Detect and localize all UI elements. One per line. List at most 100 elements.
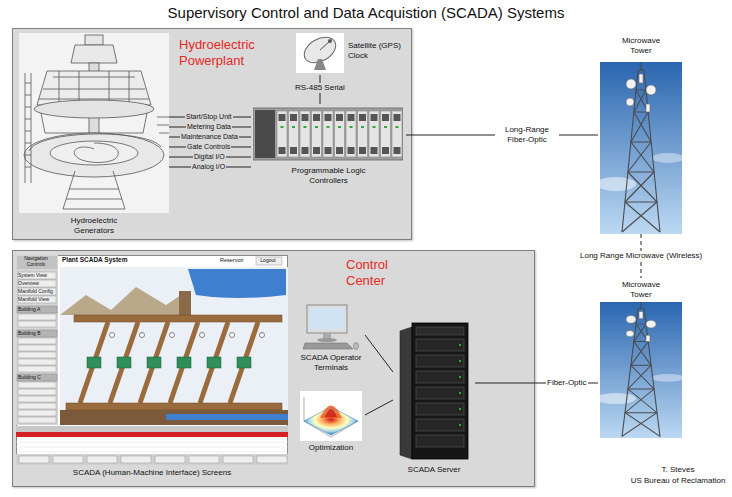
hmi-label: Reservoir: [220, 257, 244, 264]
hmi-screenshot-part: [18, 321, 56, 327]
hmi-screenshot-part: [19, 456, 287, 463]
hmi-button-label-holder: Manifold Config: [18, 288, 54, 294]
connector-label: Fiber-Optic: [546, 378, 588, 388]
hmi-screenshot-part: [177, 357, 191, 368]
hmi-group-label: Building B: [18, 330, 56, 336]
server-cabinet-part: [459, 360, 461, 362]
component-label-holder: SCADA Operator Terminals: [297, 353, 365, 372]
connector-label-holder: Long-Range Fiber-Optic: [495, 125, 559, 144]
hmi-screenshot-part: [260, 333, 265, 338]
hmi-label-holder: Reservoir: [220, 257, 244, 264]
generator-drawing-part: [41, 113, 147, 133]
component-label: SCADA Operator Terminals: [297, 353, 365, 372]
operator-terminal-part: [303, 343, 353, 349]
plc-rack-part: [358, 111, 368, 157]
plc-rack-part: [346, 111, 356, 157]
tower-photo-part: [639, 311, 643, 318]
plc-rack: [253, 104, 403, 164]
generator-drawing-part: [50, 141, 138, 165]
hmi-group-label-holder: Building A: [18, 306, 56, 312]
operator-terminal-part: [310, 308, 344, 329]
component-label: SCADA Server: [393, 465, 475, 475]
connector-label-holder: Gate Controls: [186, 143, 231, 151]
page-title-holder: Supervisory Control and Data Acquistion …: [0, 4, 732, 22]
hmi-screenshot-part: [237, 357, 251, 368]
plc-rack-part: [392, 111, 402, 157]
optimization-surface-part: [304, 407, 358, 435]
hmi-header: Navigation Controls: [16, 255, 56, 267]
plc-rack-part: [300, 111, 310, 157]
gps-dish-part: [320, 41, 330, 50]
component-label: Microwave Tower: [616, 280, 666, 299]
hmi-screenshot-part: [18, 410, 56, 416]
hmi-screenshot-part: [87, 357, 101, 368]
hmi-screenshot-part: [16, 447, 288, 448]
connector-label: Long Range Microwave (Wireless): [579, 251, 703, 261]
hmi-screenshot-part: [117, 357, 131, 368]
server-cabinet-part: [416, 339, 464, 447]
tower-photo-part: [622, 70, 660, 232]
hmi-screenshot-part: [87, 357, 251, 368]
credit-text-holder: T. Steves: [662, 465, 695, 475]
tower-photo-part: [622, 324, 660, 436]
hmi-screenshot: [16, 255, 288, 465]
hmi-screenshot-part: [18, 272, 56, 279]
hmi-screenshot-part: [230, 333, 235, 338]
connector-label: Analog I/O: [191, 163, 226, 171]
connector-label: Digital I/O: [193, 153, 226, 161]
server-cabinet-part: [416, 371, 464, 383]
hmi-screenshot-part: [189, 456, 219, 463]
connector-label: Metering Data: [186, 123, 232, 131]
tower-photo-part: [622, 90, 660, 232]
component-box: Hydroelectric Generators: [19, 33, 169, 238]
component-label-holder: Optimization: [297, 443, 365, 453]
tower-photo-part: [622, 302, 660, 436]
connector-label: Long-Range Fiber-Optic: [495, 125, 559, 144]
hmi-screenshot-part: [80, 322, 108, 403]
server-cabinet: [398, 321, 470, 461]
tower-photo-part: [646, 335, 650, 341]
tower-photo-part: [600, 302, 682, 438]
component-box: Satellite (GPS) Clock: [296, 33, 406, 75]
hmi-screenshot-part: [18, 389, 56, 395]
generator-drawing-part: [25, 73, 31, 183]
component-label: Programmable Logic Controllers: [286, 166, 371, 185]
hmi-group-label: Building A: [18, 306, 56, 312]
tower-photo-part: [626, 74, 656, 112]
hmi-screenshot-part: [16, 442, 288, 452]
plc-rack-part: [253, 108, 403, 160]
connector-line: [365, 335, 393, 372]
hmi-screenshot-part: [166, 414, 288, 420]
hmi-screenshot-part: [17, 256, 57, 269]
generator-drawing-part: [24, 35, 169, 209]
hmi-screenshot-part: [16, 255, 58, 425]
plc-rack-part: [289, 111, 299, 157]
hmi-button-label: Overview: [18, 280, 54, 286]
server-cabinet-part: [416, 403, 464, 415]
connector-label-holder: RS-485 Serial: [294, 83, 346, 93]
hmi-screenshot-part: [53, 456, 83, 463]
optimization-surface-part: [320, 406, 342, 419]
tower-photo: [598, 302, 684, 438]
component-label-holder: SCADA (Human-Machine Interface) Screens: [16, 468, 288, 478]
server-cabinet-part: [416, 327, 464, 335]
connector-label-holder: Metering Data: [186, 123, 232, 131]
component-box: Microwave Tower: [598, 278, 684, 438]
hmi-screenshot-part: [110, 333, 115, 338]
tower-photo-part: [646, 85, 656, 95]
optimization-surface-part: [325, 409, 337, 417]
connector-label: Gate Controls: [186, 143, 231, 151]
server-cabinet-part: [416, 355, 464, 367]
hmi-screenshot-part: [18, 345, 56, 351]
hmi-screenshot-part: [140, 333, 145, 338]
component-box: Optimization: [297, 391, 365, 457]
credit-text: US Bureau of Reclamation: [631, 476, 726, 486]
generator-drawing-part: [66, 189, 122, 199]
generator-drawing-part: [24, 133, 164, 177]
operator-terminal: [303, 303, 359, 351]
generator-drawing-part: [19, 33, 169, 213]
hmi-screenshot-part: [60, 410, 288, 425]
hmi-header-holder: Navigation Controls: [16, 255, 56, 267]
server-cabinet-part: [459, 344, 461, 346]
